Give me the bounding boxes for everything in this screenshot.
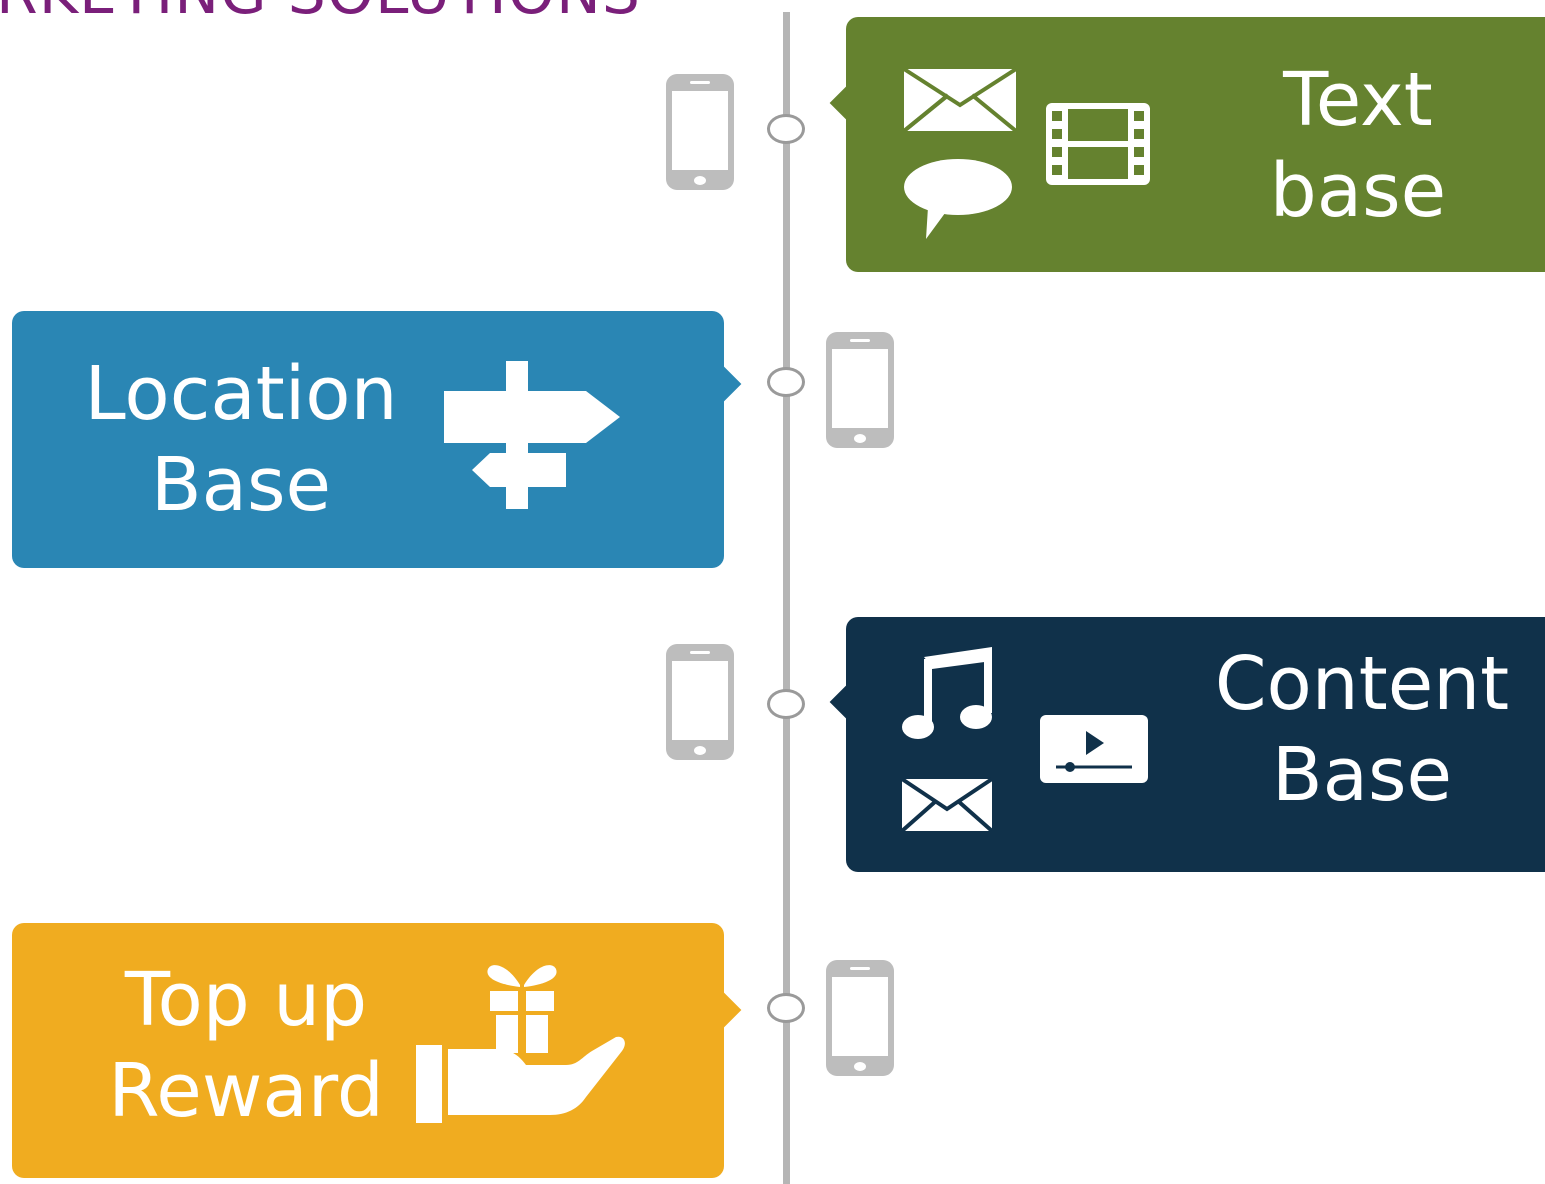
phone-icon: [666, 644, 734, 760]
timeline-node-location: [767, 367, 805, 397]
signpost-icon: [444, 361, 620, 509]
text-base-label: Text base: [1226, 55, 1490, 237]
location-base-line2: Base: [150, 442, 332, 529]
page-title: RKETING SOLUTIONS: [0, 0, 641, 28]
location-base-card: Location Base: [12, 311, 742, 568]
card-pointer: [704, 365, 742, 403]
video-player-icon: [1040, 715, 1148, 783]
reward-card: Top up Reward: [12, 923, 742, 1178]
text-base-line2: base: [1269, 148, 1447, 235]
content-base-line1: Content: [1214, 641, 1510, 727]
reward-line1: Top up: [124, 957, 368, 1043]
reward-label: Top up Reward: [66, 955, 426, 1137]
music-note-icon: [902, 647, 992, 739]
card-pointer: [829, 84, 867, 122]
card-pointer: [829, 683, 867, 721]
speech-bubble-icon: [904, 159, 1012, 239]
location-base-label: Location Base: [66, 349, 416, 531]
content-base-line2: Base: [1271, 732, 1453, 819]
location-base-line1: Location: [84, 351, 398, 437]
reward-line2: Reward: [108, 1048, 384, 1135]
text-base-line1: Text: [1283, 57, 1433, 143]
envelope-icon: [902, 67, 1018, 133]
timeline-spine: [783, 12, 790, 1184]
gift-in-hand-icon: [416, 965, 625, 1123]
timeline-node-text: [767, 114, 805, 144]
phone-icon: [666, 74, 734, 190]
content-base-card: Content Base: [829, 617, 1545, 872]
content-base-label: Content Base: [1212, 639, 1512, 821]
phone-icon: [826, 332, 894, 448]
film-icon: [1046, 103, 1150, 185]
timeline-node-reward: [767, 993, 805, 1023]
phone-icon: [826, 960, 894, 1076]
text-base-card: Text base: [829, 17, 1545, 272]
card-pointer: [704, 991, 742, 1029]
envelope-icon: [900, 777, 994, 833]
timeline-node-content: [767, 689, 805, 719]
